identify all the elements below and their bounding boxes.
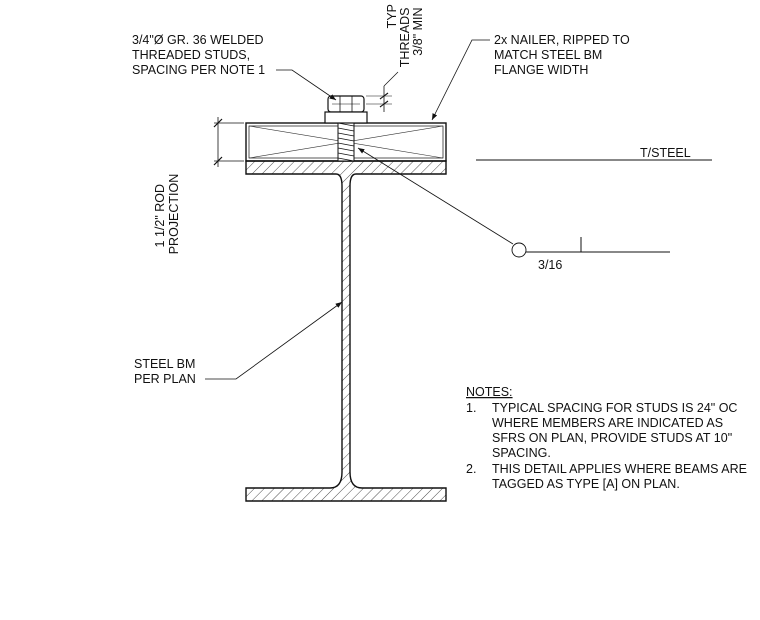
weld-all-around-icon xyxy=(511,242,527,258)
threads-label: 3/8" MIN THREADS TYP xyxy=(385,4,425,67)
threads-dimension xyxy=(366,71,399,112)
rod-projection-dimension xyxy=(213,117,244,167)
studs-leader xyxy=(276,69,337,101)
nailer-callout: 2x NAILER, RIPPED TO MATCH STEEL BM FLAN… xyxy=(494,33,633,77)
steel-beam xyxy=(245,160,447,502)
note-1-text: TYPICAL SPACING FOR STUDS IS 24" OC WHER… xyxy=(492,401,741,460)
nailer-leader xyxy=(431,39,490,121)
fillet-weld-icon xyxy=(564,237,582,253)
studs-callout: 3/4"Ø GR. 36 WELDED THREADED STUDS, SPAC… xyxy=(132,33,267,77)
washer xyxy=(324,111,368,124)
notes-block: NOTES: 1. TYPICAL SPACING FOR STUDS IS 2… xyxy=(466,385,750,491)
steel-bm-leader xyxy=(205,301,343,380)
weld-symbol: 3/16 xyxy=(357,147,670,272)
tsteel-label: T/STEEL xyxy=(640,146,691,160)
weld-size-label: 3/16 xyxy=(538,258,562,272)
steel-bm-callout: STEEL BM PER PLAN xyxy=(134,357,199,386)
note-2-text: THIS DETAIL APPLIES WHERE BEAMS ARE TAGG… xyxy=(492,462,750,491)
notes-heading: NOTES: xyxy=(466,385,513,399)
note-2-number: 2. xyxy=(466,462,476,476)
rod-projection-label: 1 1/2" ROD PROJECTION xyxy=(153,174,181,255)
hex-nut xyxy=(327,95,365,113)
note-1-number: 1. xyxy=(466,401,476,415)
